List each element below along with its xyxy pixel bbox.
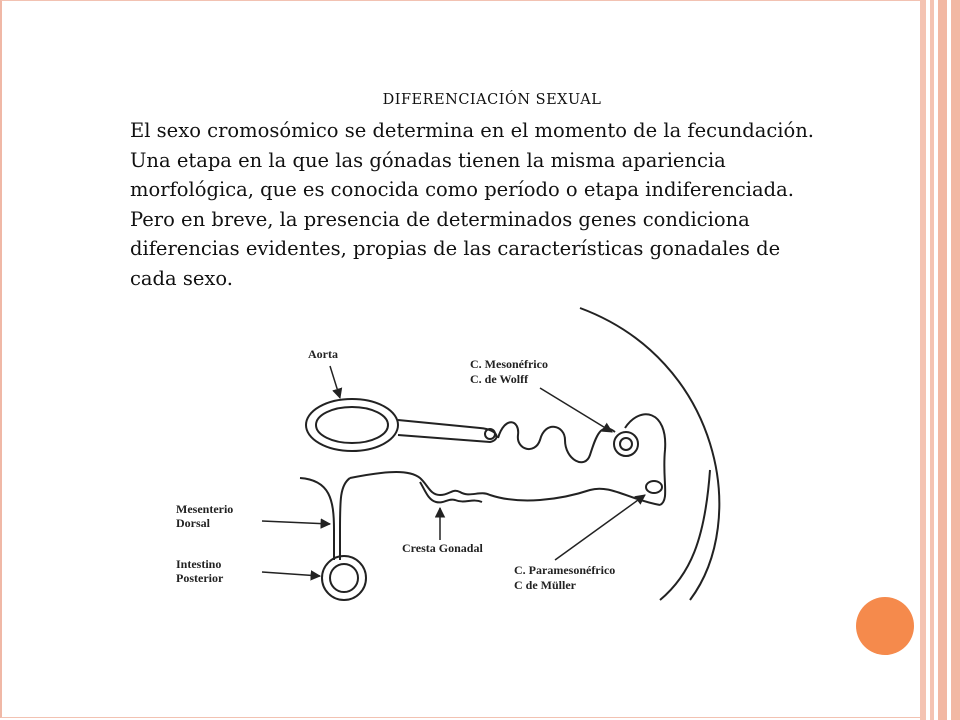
- label-mesenterio-2: Dorsal: [176, 516, 211, 530]
- label-paramesonefrico-2: C de Müller: [514, 578, 577, 592]
- slide-heading: DIFERENCIACIÓN SEXUAL: [0, 92, 960, 108]
- gonadal-ridge: [350, 472, 660, 505]
- hindgut: [322, 556, 366, 600]
- label-paramesonefrico-1: C. Paramesonéfrico: [514, 563, 615, 577]
- label-intestino-1: Intestino: [176, 557, 221, 571]
- decorative-stripes: [920, 0, 960, 720]
- label-mesonefrico-2: C. de Wolff: [470, 372, 529, 386]
- label-aorta: Aorta: [308, 347, 338, 361]
- wolffian-duct: [614, 432, 638, 456]
- label-mesenterio-1: Mesenterio: [176, 502, 233, 516]
- mullerian-duct: [646, 481, 662, 493]
- slide-paragraph: El sexo cromosómico se determina en el m…: [130, 116, 830, 293]
- paragraph-text: El sexo cromosómico se determina en el m…: [130, 116, 830, 293]
- embryo-diagram: Aorta C. Mesonéfrico C. de Wolff Mesente…: [160, 300, 740, 620]
- mesonephric-tubule: [498, 422, 615, 462]
- decorative-orb: [856, 597, 914, 655]
- label-cresta-gonadal: Cresta Gonadal: [402, 541, 483, 555]
- body-wall: [580, 308, 719, 600]
- dorsal-mesentery: [300, 478, 334, 560]
- label-intestino-2: Posterior: [176, 571, 224, 585]
- label-mesonefrico-1: C. Mesonéfrico: [470, 357, 548, 371]
